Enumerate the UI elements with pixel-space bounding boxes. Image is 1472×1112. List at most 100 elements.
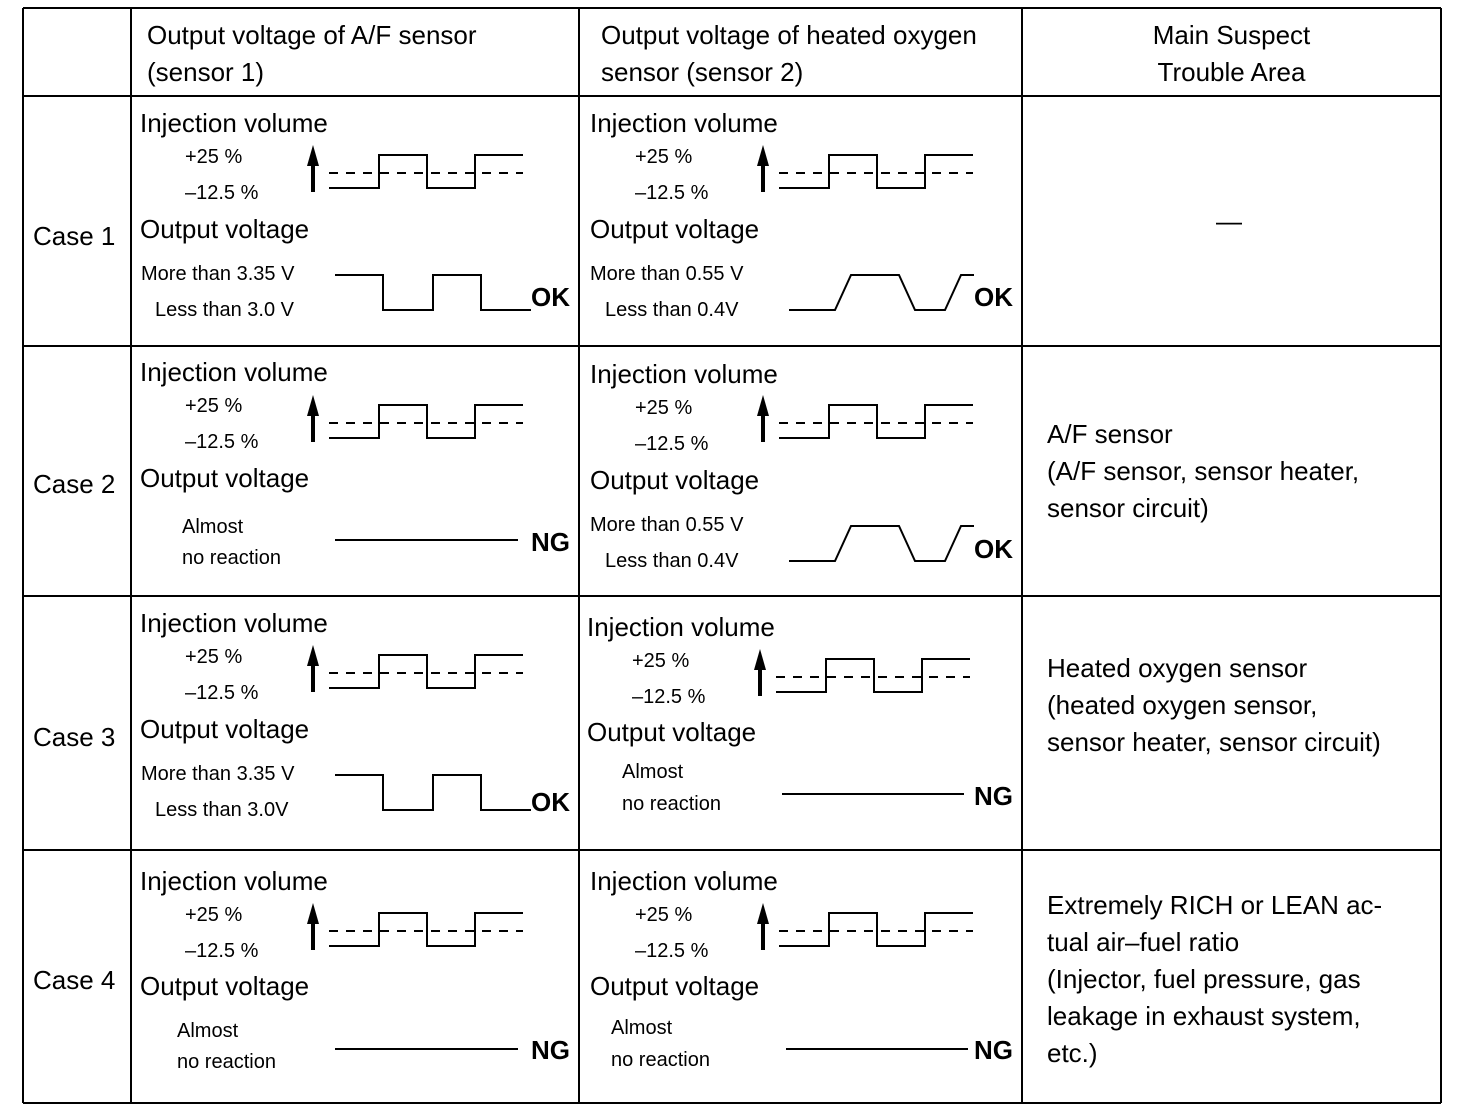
trouble-line: Heated oxygen sensor [1047,653,1308,683]
case-3-label: Case 3 [33,722,116,752]
output-voltage-label: Output voltage [140,714,310,744]
low-threshold: Less than 0.4V [605,550,739,572]
result-badge: NG [974,781,1013,811]
injection-volume-label: Injection volume [140,108,328,138]
no-reaction-line2: no reaction [611,1049,710,1071]
trouble-area-none: — [1216,206,1242,236]
output-voltage-label: Output voltage [587,717,757,747]
low-threshold: Less than 3.0V [155,799,289,821]
no-reaction-line1: Almost [611,1017,673,1039]
high-threshold: More than 3.35 V [141,763,295,785]
low-threshold: Less than 3.0 V [155,299,294,321]
up-arrow-icon [757,145,769,166]
low-threshold: Less than 0.4V [605,299,739,321]
result-badge: OK [974,534,1013,564]
injection-waveform [329,404,523,439]
high-threshold: More than 0.55 V [590,514,744,536]
up-arrow-icon [307,645,319,666]
plus-label: +25 % [185,395,243,417]
header-af-line1: Output voltage of A/F sensor [147,20,477,50]
up-arrow-icon [307,903,319,924]
injection-waveform [329,154,523,189]
trouble-area-case-3: Heated oxygen sensor (heated oxygen sens… [1047,650,1432,761]
up-arrow-icon [307,395,319,416]
minus-label: –12.5 % [185,940,259,962]
no-reaction-line1: Almost [182,516,244,538]
header-trouble-line1: Main Suspect [1152,20,1311,50]
output-voltage-label: Output voltage [140,214,310,244]
trouble-area-case-4: Extremely RICH or LEAN ac- tual air–fuel… [1047,887,1413,1072]
injection-volume-label: Injection volume [590,108,778,138]
injection-waveform [779,912,973,947]
injection-waveform [776,658,970,693]
plus-label: +25 % [635,904,693,926]
header-af-line2: (sensor 1) [147,57,265,87]
result-badge: NG [531,1035,570,1065]
injection-waveform [779,154,973,189]
trouble-line: leakage in exhaust system, [1047,1001,1361,1031]
injection-volume-label: Injection volume [140,866,328,896]
up-arrow-icon [757,395,769,416]
trouble-line: etc.) [1047,1038,1098,1068]
no-reaction-line1: Almost [622,761,684,783]
output-waveform [789,274,974,311]
no-reaction-line2: no reaction [177,1051,276,1073]
minus-label: –12.5 % [635,433,709,455]
result-badge: OK [531,787,570,817]
minus-label: –12.5 % [635,940,709,962]
up-arrow-icon [307,145,319,166]
output-voltage-label: Output voltage [590,214,760,244]
header-trouble-line2: Trouble Area [1157,57,1306,87]
case-4-label: Case 4 [33,965,116,995]
output-voltage-label: Output voltage [590,465,760,495]
case-2-label: Case 2 [33,469,116,499]
no-reaction-line2: no reaction [622,793,721,815]
injection-volume-label: Injection volume [590,866,778,896]
high-threshold: More than 0.55 V [590,263,744,285]
trouble-line: tual air–fuel ratio [1047,927,1240,957]
plus-label: +25 % [635,397,693,419]
high-threshold: More than 3.35 V [141,263,295,285]
up-arrow-icon [757,903,769,924]
output-voltage-label: Output voltage [140,463,310,493]
injection-waveform [329,912,523,947]
trouble-line: A/F sensor [1047,419,1173,449]
output-voltage-label: Output voltage [590,971,760,1001]
plus-label: +25 % [632,650,690,672]
trouble-line: sensor heater, sensor circuit) [1047,727,1381,757]
minus-label: –12.5 % [185,431,259,453]
minus-label: –12.5 % [632,686,706,708]
result-badge: OK [531,282,570,312]
output-waveform [335,774,531,811]
no-reaction-line2: no reaction [182,547,281,569]
minus-label: –12.5 % [185,182,259,204]
minus-label: –12.5 % [185,682,259,704]
up-arrow-icon [754,649,766,670]
result-badge: NG [531,527,570,557]
injection-volume-label: Injection volume [140,357,328,387]
plus-label: +25 % [185,146,243,168]
trouble-line: Extremely RICH or LEAN ac- [1047,890,1383,920]
no-reaction-line1: Almost [177,1020,239,1042]
header-ho2-line2: sensor (sensor 2) [601,57,804,87]
header-ho2-line1: Output voltage of heated oxygen [601,20,977,50]
trouble-line: (Injector, fuel pressure, gas [1047,964,1361,994]
plus-label: +25 % [185,646,243,668]
trouble-line: sensor circuit) [1047,493,1209,523]
result-badge: NG [974,1035,1013,1065]
plus-label: +25 % [635,146,693,168]
result-badge: OK [974,282,1013,312]
output-voltage-label: Output voltage [140,971,310,1001]
trouble-line: (heated oxygen sensor, [1047,690,1318,720]
minus-label: –12.5 % [635,182,709,204]
case-1-label: Case 1 [33,221,116,251]
injection-waveform [779,404,973,439]
injection-volume-label: Injection volume [587,612,775,642]
trouble-area-case-2: A/F sensor (A/F sensor, sensor heater, s… [1047,416,1418,527]
injection-volume-label: Injection volume [590,359,778,389]
output-waveform [789,525,974,562]
trouble-line: (A/F sensor, sensor heater, [1047,456,1360,486]
plus-label: +25 % [185,904,243,926]
output-waveform [335,274,531,311]
